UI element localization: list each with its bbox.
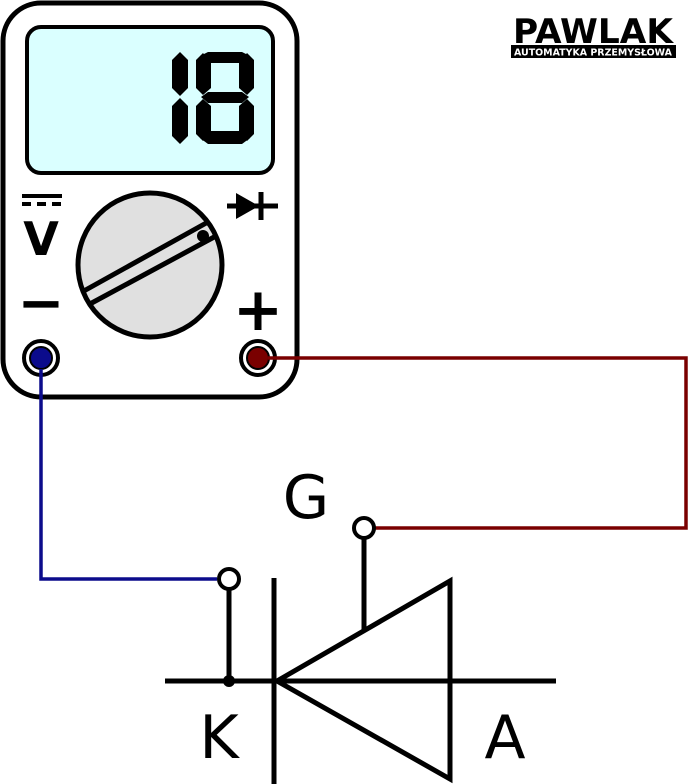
logo-tagline-bar — [511, 45, 676, 58]
multimeter: V − + — [0, 0, 300, 400]
positive-terminal-label: + — [233, 275, 283, 345]
negative-terminal-label: − — [18, 271, 65, 336]
segment — [239, 99, 254, 141]
junction-dot — [223, 675, 235, 687]
segment — [172, 52, 188, 96]
gate-label: G — [283, 463, 330, 533]
anode-label: A — [484, 703, 525, 773]
logo: PAWLAK AUTOMATYKA PRZEMYSŁOWA — [511, 12, 676, 59]
segment — [196, 99, 211, 141]
dc-voltage-icon: V — [22, 194, 62, 266]
mode-symbol: V — [23, 212, 59, 266]
segment — [196, 53, 211, 95]
thyristor-symbol — [165, 516, 556, 784]
cathode-terminal[interactable] — [217, 567, 241, 591]
rotary-selector[interactable] — [75, 190, 225, 340]
selector-knob[interactable] — [75, 190, 225, 340]
gate-terminal[interactable] — [352, 516, 376, 540]
selector-pointer-dot — [197, 230, 209, 242]
segment — [200, 52, 250, 63]
segment — [201, 92, 249, 103]
cathode-label: K — [199, 703, 240, 773]
segment — [200, 131, 250, 144]
diode-icon — [227, 192, 278, 220]
negative-probe-wire — [39, 369, 217, 581]
lcd-reading — [172, 52, 254, 144]
logo-tagline: AUTOMATYKA PRZEMYSŁOWA — [514, 48, 673, 59]
segment — [172, 98, 188, 144]
positive-probe-wire — [268, 356, 688, 530]
segment — [239, 53, 254, 95]
